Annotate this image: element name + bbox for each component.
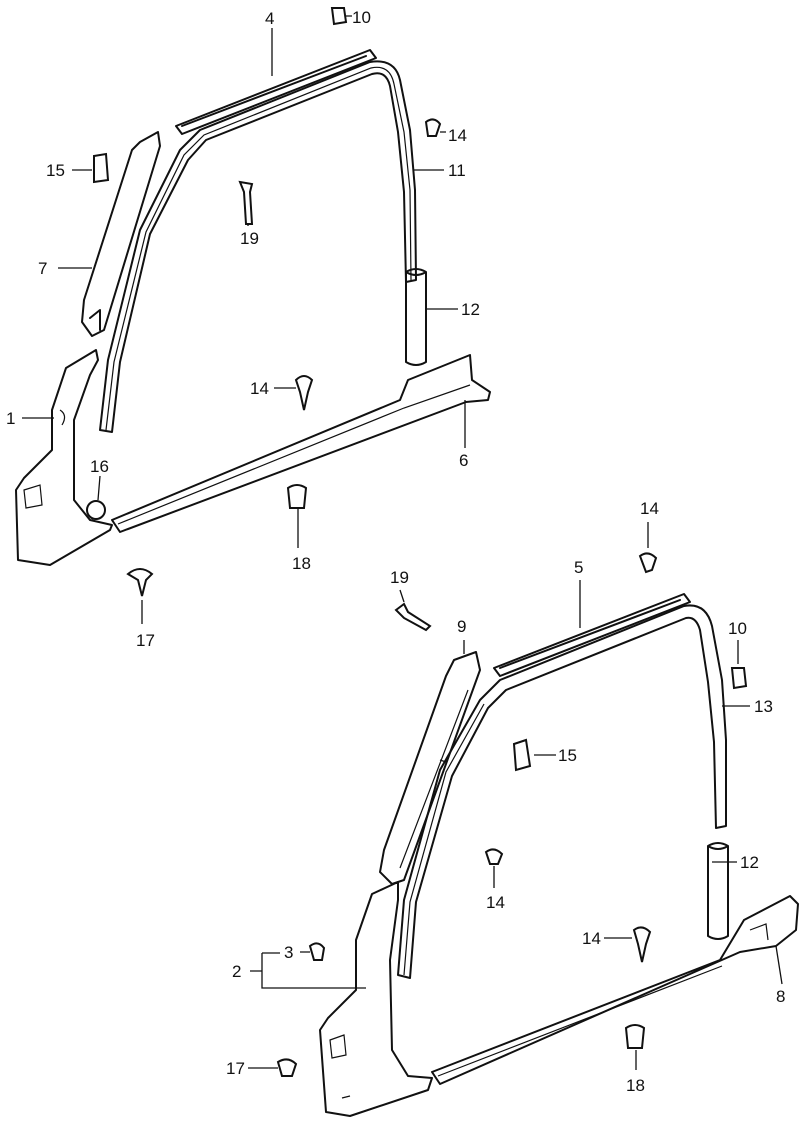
part-14-fastener [424,118,442,137]
part-16-cap [86,500,106,520]
callout-16: 16 [90,457,109,476]
lower-assembly: 14 5 19 9 10 13 15 12 14 3 2 14 8 17 18 [226,499,799,1117]
part-10-clip [730,667,748,690]
callout-12: 12 [461,300,480,319]
callout-14: 14 [448,126,467,145]
callout-19: 19 [240,229,259,248]
part-6-sill-plate [111,354,491,533]
callout-15b: 15 [558,746,577,765]
part-2-lower-pillar-trim [319,881,433,1117]
callout-14c: 14 [640,499,659,518]
part-14-fastener [632,926,652,963]
callout-7: 7 [38,259,47,278]
callout-9: 9 [457,617,466,636]
callout-10b: 10 [728,619,747,638]
lower-callouts: 14 5 19 9 10 13 15 12 14 3 2 14 8 17 18 [226,499,785,1095]
part-12-seal-tube [707,842,729,940]
callout-5: 5 [574,558,583,577]
callout-17b: 17 [226,1059,245,1078]
part-14-fastener [638,552,658,574]
part-15-clip [93,152,110,184]
callout-6: 6 [459,451,468,470]
callout-18b: 18 [626,1076,645,1095]
callout-17: 17 [136,631,155,650]
callout-4: 4 [265,9,274,28]
part-3-screw [308,942,326,961]
callout-11: 11 [448,161,466,180]
callout-14d: 14 [486,893,505,912]
part-18-grommet [286,484,308,509]
part-14-fastener [484,848,504,865]
part-19-screw [394,602,432,632]
callout-2: 2 [232,962,241,981]
upper-callouts: 4 10 14 11 15 19 7 12 14 1 6 16 18 17 [6,8,480,650]
callout-14e: 14 [582,929,601,948]
part-15-clip [512,738,532,772]
callout-1: 1 [6,409,15,428]
callout-18: 18 [292,554,311,573]
part-5-roof-strip [493,593,691,677]
part-17-clip [126,568,154,597]
part-18-grommet [624,1024,646,1049]
part-1-lower-pillar-trim [15,349,113,566]
callout-12b: 12 [740,853,759,872]
part-13-door-weatherstrip [397,604,727,979]
part-19-screw [238,180,254,225]
part-8-sill-plate [431,895,799,1085]
callout-13: 13 [754,697,773,716]
callout-19b: 19 [390,568,409,587]
callout-15: 15 [46,161,65,180]
upper-assembly: 4 10 14 11 15 19 7 12 14 1 6 16 18 17 [6,7,491,650]
callout-3: 3 [284,943,293,962]
part-10-clip [330,7,348,26]
part-14-fastener [294,375,314,411]
part-7-pillar-trim [81,131,161,337]
part-9-pillar-trim [379,651,481,885]
callout-8: 8 [776,987,785,1006]
callout-14b: 14 [250,379,269,398]
part-17-clip [276,1058,298,1077]
callout-10: 10 [352,8,371,27]
part-12-seal-tube [405,268,427,366]
part-4-roof-strip [175,49,377,135]
